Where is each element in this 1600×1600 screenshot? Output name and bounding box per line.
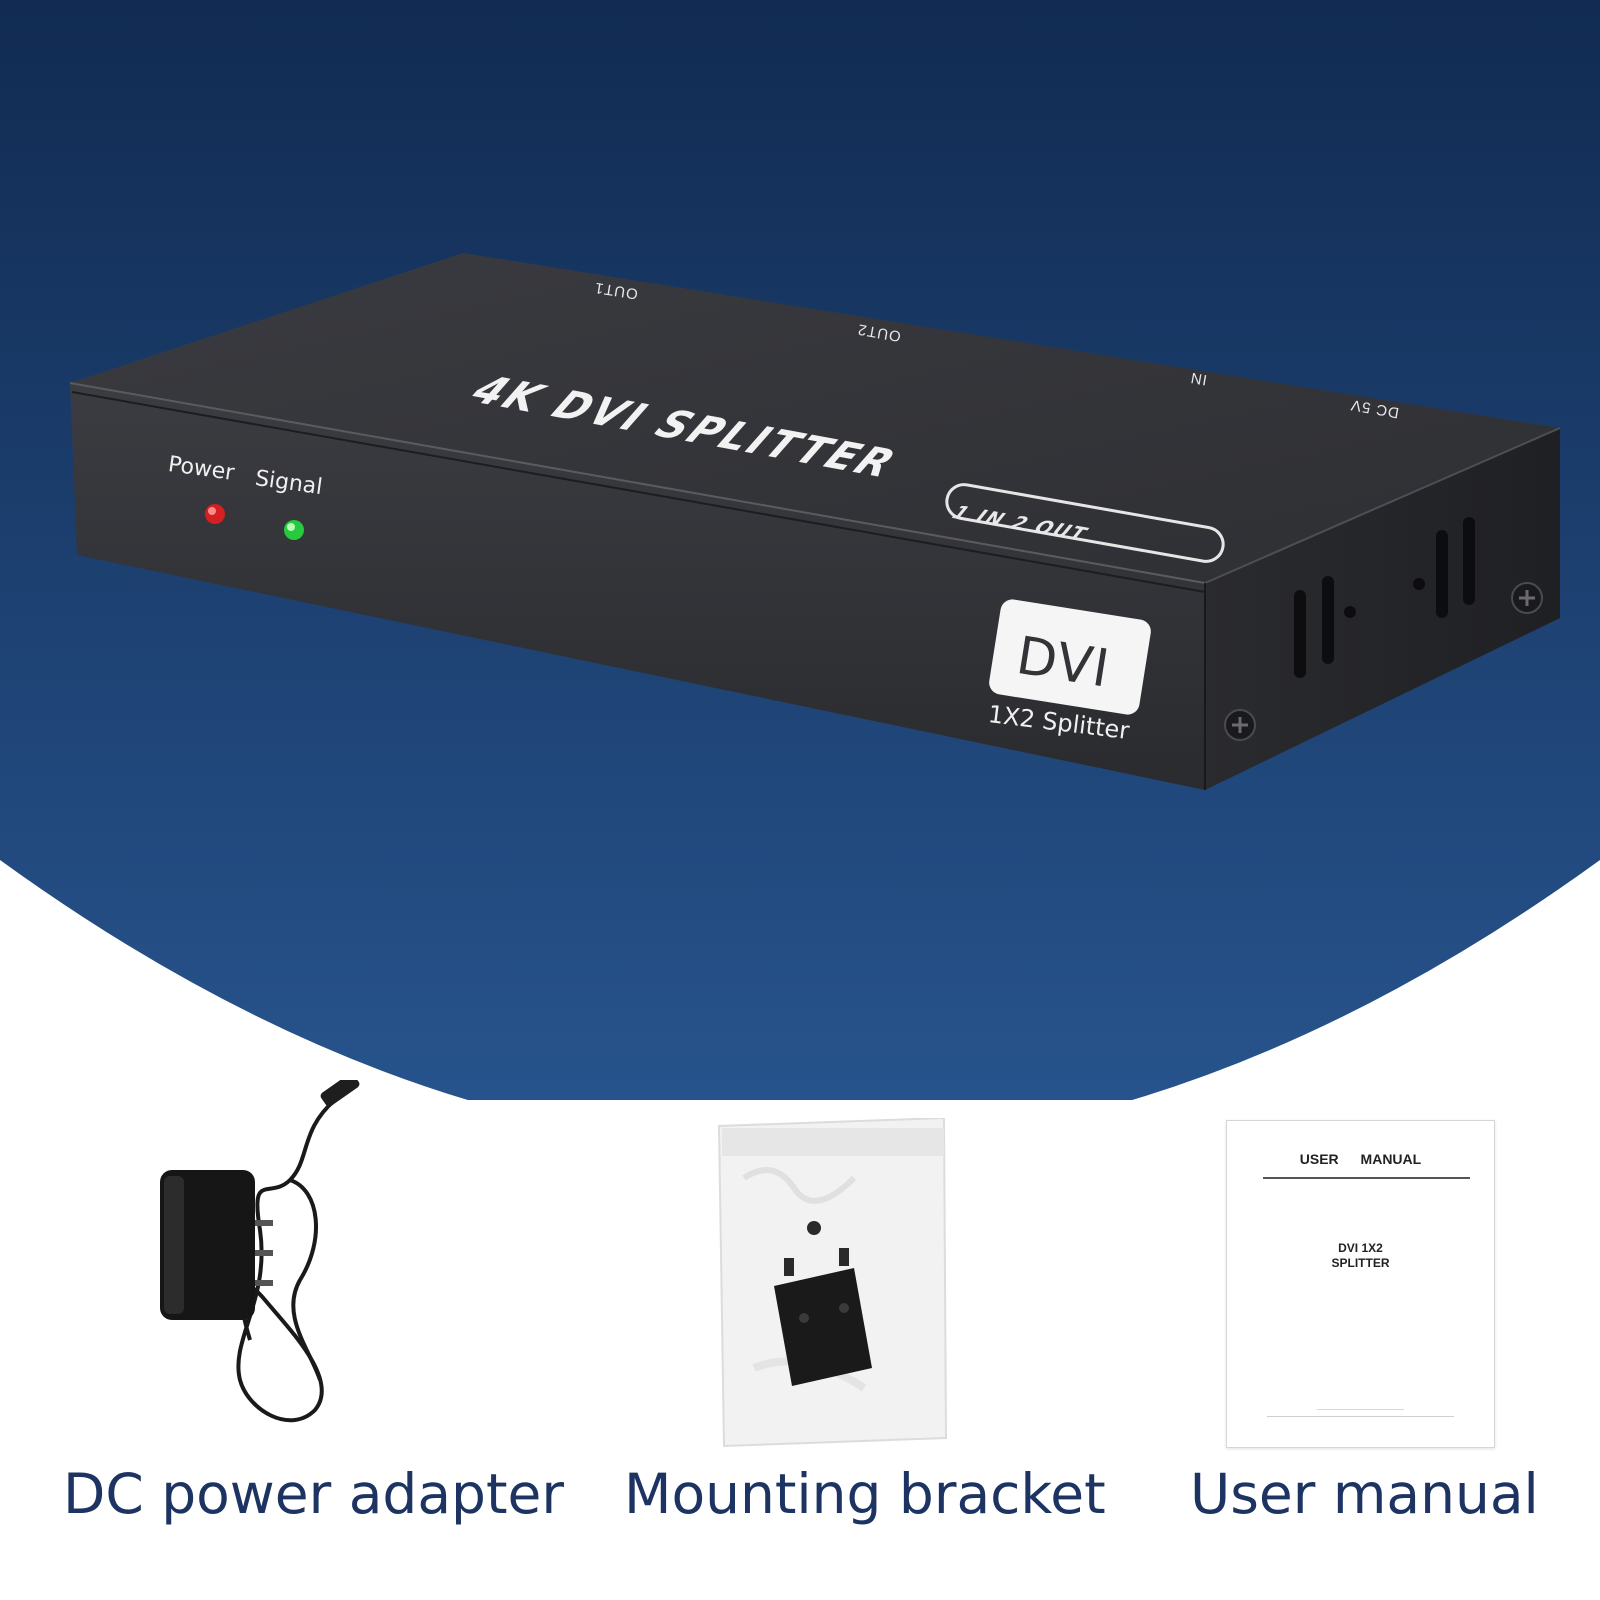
- manual-title: USER MANUAL: [1299, 1151, 1422, 1167]
- manual-rule: [1263, 1177, 1470, 1179]
- port-label-in: IN: [1188, 368, 1209, 389]
- manual-subtitle: DVI 1X2 SPLITTER: [1331, 1241, 1390, 1270]
- caption-mounting-bracket: Mounting bracket: [624, 1462, 1106, 1526]
- manual-fine-print: [1267, 1416, 1454, 1417]
- dvi-splitter-device: [69, 253, 1561, 790]
- dvi-logo-box: [989, 599, 1151, 715]
- device-top-face: [70, 253, 1560, 583]
- screw: [1511, 582, 1543, 614]
- side-vents: [1294, 517, 1475, 678]
- user-manual: USER MANUAL DVI 1X2 SPLITTER: [1226, 1120, 1495, 1448]
- caption-user-manual: User manual: [1190, 1462, 1539, 1526]
- screw: [1224, 709, 1256, 741]
- signal-led: [284, 520, 304, 540]
- power-led: [205, 504, 225, 524]
- device-front-face: [70, 383, 1205, 790]
- dc-power-adapter: [160, 1080, 360, 1423]
- manual-fine-print: [1317, 1409, 1404, 1410]
- badge-outline: [945, 483, 1225, 563]
- mounting-bracket-bag: [717, 1118, 948, 1448]
- caption-dc-power-adapter: DC power adapter: [63, 1462, 564, 1526]
